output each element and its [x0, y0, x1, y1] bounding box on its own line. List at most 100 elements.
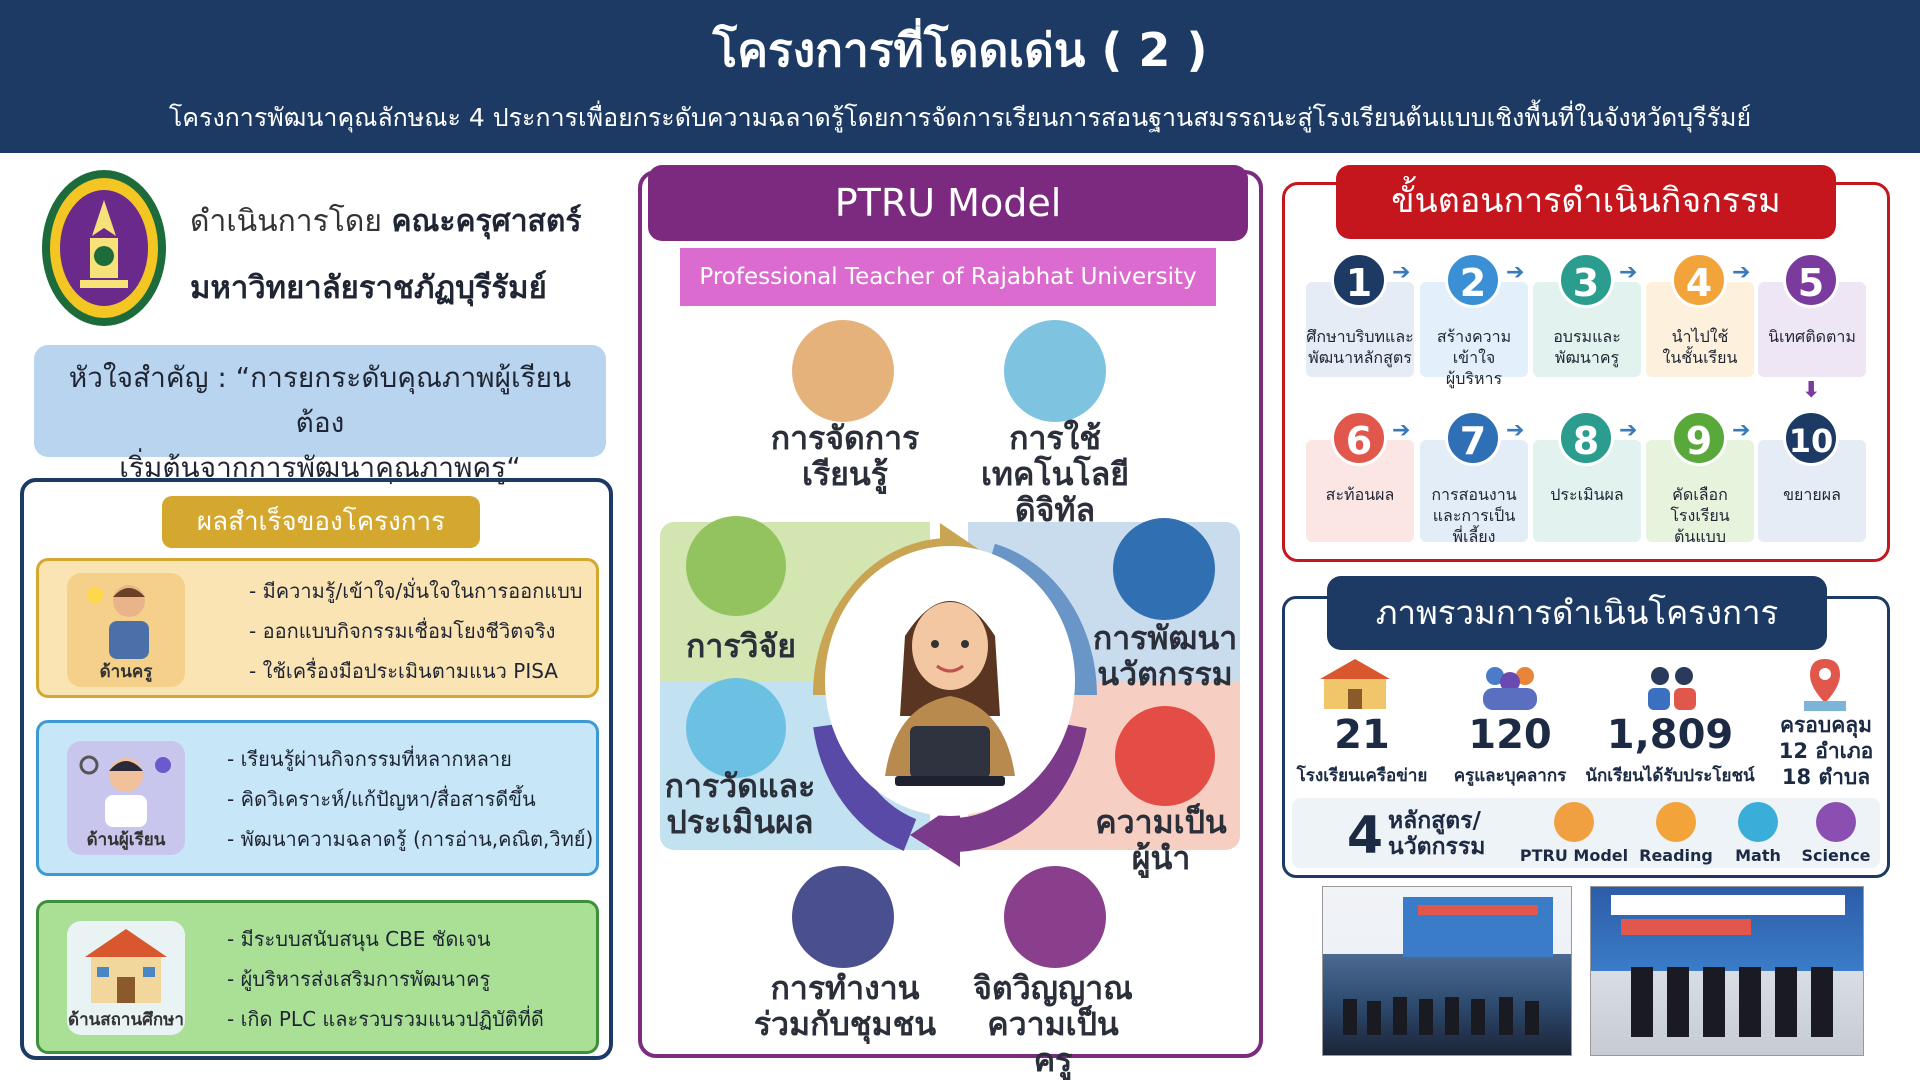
step-label: โรงเรียน: [1670, 506, 1730, 525]
stat-label: โรงเรียนเครือข่าย: [1296, 766, 1428, 786]
stat-value: 1,809: [1606, 712, 1734, 758]
teacher-spirit-icon: [1004, 866, 1106, 968]
school-label: ด้านสถานศึกษา: [68, 1010, 184, 1030]
achievements-panel: ผลสำเร็จของโครงการ ด้านครู - มีความรู้/เ…: [20, 478, 613, 1060]
step-label: อบรมและ: [1553, 327, 1621, 346]
teacher-label: ด้านครู: [99, 662, 153, 682]
step-arrow-icon: ➔: [1506, 260, 1525, 285]
stat-value: 120: [1468, 712, 1552, 758]
org-prefix: ดำเนินการโดย: [190, 204, 382, 239]
step-label: สะท้อนผล: [1325, 485, 1395, 504]
step-label: ศึกษาบริบทและ: [1306, 327, 1414, 346]
element-innovation: การพัฒนานวัตกรรม: [1092, 619, 1238, 693]
step-label: นิเทศติดตาม: [1768, 327, 1856, 346]
element-leadership: ความเป็นผู้นำ: [1095, 803, 1227, 877]
step-number: 5: [1783, 252, 1839, 308]
step-arrow-icon: ➔: [1506, 418, 1525, 443]
element-learning: การจัดการเรียนรู้: [770, 419, 920, 493]
teacher-icon: ด้านครู: [67, 573, 185, 687]
step-arrow-icon: ➔: [1732, 418, 1751, 443]
step-arrow-icon: ➔: [1619, 260, 1638, 285]
teachers-group-icon: [1475, 662, 1545, 712]
research-icon: [686, 516, 786, 616]
step-number: 10: [1783, 410, 1839, 466]
course-icon: [1816, 802, 1856, 842]
course-label: Reading: [1639, 846, 1713, 865]
achievement-teacher: ด้านครู - มีความรู้/เข้าใจ/มั่นใจในการออ…: [36, 558, 599, 698]
org-line: ดำเนินการโดย คณะครุศาสตร์: [190, 198, 581, 245]
step-label: ต้นแบบ: [1674, 527, 1726, 546]
step-box: สร้างความเข้าใจผู้บริหาร: [1420, 282, 1528, 388]
stat-value: 21: [1334, 712, 1390, 758]
ptru-model-subtitle: Professional Teacher of Rajabhat Univers…: [680, 248, 1216, 306]
step-number: 3: [1558, 252, 1614, 308]
learning-management-icon: [792, 320, 894, 422]
step-arrow-icon: ➔: [1392, 418, 1411, 443]
teacher-illustration: [825, 546, 1075, 816]
ptru-model-title: PTRU Model: [648, 165, 1248, 241]
step-label: ในชั้นเรียน: [1662, 348, 1738, 367]
student-label: ด้านผู้เรียน: [86, 830, 166, 850]
list-item: - ใช้เครื่องมือประเมินตามแนว PISA: [249, 659, 558, 683]
list-item: - พัฒนาความฉลาดรู้ (การอ่าน,คณิต,วิทย์): [227, 827, 594, 851]
list-item: - มีระบบสนับสนุน CBE ชัดเจน: [227, 927, 491, 951]
step-number: 4: [1671, 252, 1727, 308]
core-message-box: หัวใจสำคัญ : “การยกระดับคุณภาพผู้เรียนต้…: [34, 345, 606, 484]
page-title: โครงการที่โดดเด่น ( 2 ): [712, 23, 1208, 77]
step-label: และการเป็น: [1432, 506, 1516, 525]
overview-title: ภาพรวมการดำเนินโครงการ: [1327, 576, 1827, 650]
step-number: 7: [1445, 410, 1501, 466]
school-building-icon: [1310, 655, 1400, 713]
stat-label: ครูและบุคลากร: [1453, 766, 1567, 786]
step-label: ผู้บริหาร: [1445, 369, 1503, 388]
students-icon: [1642, 662, 1702, 712]
event-photo-2: [1590, 886, 1864, 1056]
innovation-icon: [1113, 518, 1215, 620]
step-arrow-icon: ➔: [1732, 260, 1751, 285]
leadership-icon: [1115, 706, 1215, 806]
page-subtitle: โครงการพัฒนาคุณลักษณะ 4 ประการเพื่อยกระด…: [168, 103, 1752, 132]
step-number: 6: [1331, 410, 1387, 466]
step-label: ขยายผล: [1783, 485, 1841, 504]
list-item: - มีความรู้/เข้าใจ/มั่นใจในการออกแบบ: [249, 579, 583, 603]
faculty-name: คณะครุศาสตร์: [391, 204, 582, 239]
list-item: - เรียนรู้ผ่านกิจกรรมที่หลากหลาย: [227, 747, 512, 771]
element-evaluation: การวัดและประเมินผล: [664, 767, 816, 841]
step-down-arrow-icon: ⬇: [1802, 378, 1821, 403]
course-icon: [1554, 802, 1594, 842]
header-banner: โครงการที่โดดเด่น ( 2 ) โครงการพัฒนาคุณล…: [0, 0, 1920, 153]
element-community: การทำงานร่วมกับชุมชน: [753, 969, 937, 1043]
step-label: ประเมินผล: [1550, 485, 1624, 504]
community-icon: [792, 866, 894, 968]
core-message-line1: หัวใจสำคัญ : “การยกระดับคุณภาพผู้เรียนต้…: [68, 361, 572, 439]
step-number: 1: [1331, 252, 1387, 308]
course-label: Math: [1735, 846, 1781, 865]
step-label: พี่เลี้ยง: [1452, 527, 1496, 546]
list-item: - ผู้บริหารส่งเสริมการพัฒนาครู: [227, 967, 491, 991]
step-label: สร้างความเข้าใจ: [1436, 327, 1512, 367]
achievement-student: ด้านผู้เรียน - เรียนรู้ผ่านกิจกรรมที่หลา…: [36, 720, 599, 876]
university-logo: [40, 168, 168, 328]
element-digital: การใช้เทคโนโลยีดิจิทัล: [980, 419, 1130, 529]
university-name: มหาวิทยาลัยราชภัฏบุรีรัมย์: [190, 270, 547, 306]
evaluation-icon: [686, 678, 786, 778]
step-number: 8: [1558, 410, 1614, 466]
list-item: - ออกแบบกิจกรรมเชื่อมโยงชีวิตจริง: [249, 619, 556, 643]
step-number: 9: [1671, 410, 1727, 466]
step-label: การสอนงาน: [1431, 485, 1517, 504]
step-arrow-icon: ➔: [1619, 418, 1638, 443]
activity-steps-title: ขั้นตอนการดำเนินกิจกรรม: [1336, 165, 1836, 239]
achievements-title: ผลสำเร็จของโครงการ: [162, 496, 480, 548]
element-research: การวิจัย: [686, 627, 796, 665]
courses-count: 4: [1346, 806, 1384, 866]
list-item: - เกิด PLC และรวบรวมแนวปฏิบัติที่ดี: [227, 1007, 544, 1031]
course-icon: [1738, 802, 1778, 842]
step-label: พัฒนาหลักสูตร: [1308, 348, 1412, 367]
list-item: - คิดวิเคราะห์/แก้ปัญหา/สื่อสารดีขึ้น: [227, 787, 536, 811]
stat-label: นักเรียนได้รับประโยชน์: [1585, 766, 1755, 786]
step-label: คัดเลือก: [1672, 485, 1728, 504]
element-spirit: จิตวิญญาณความเป็นครู: [973, 969, 1133, 1079]
map-pin-icon: [1800, 655, 1850, 713]
course-label: Science: [1801, 846, 1871, 865]
